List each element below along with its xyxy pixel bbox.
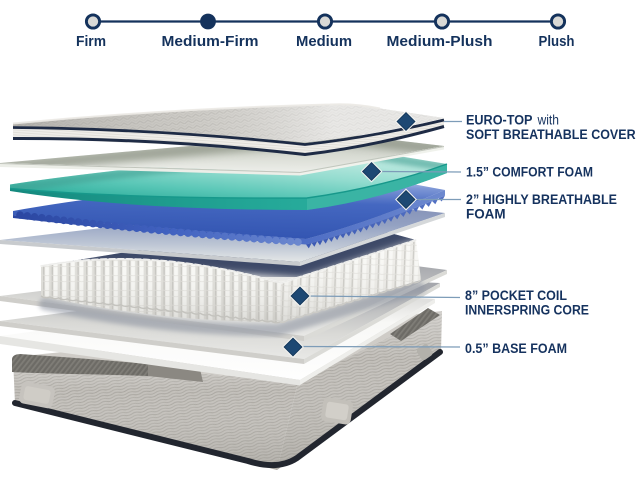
- svg-text:Medium-Plush: Medium-Plush: [387, 34, 493, 50]
- svg-text:1.5” COMFORT FOAM: 1.5” COMFORT FOAM: [466, 165, 593, 180]
- svg-text:SOFT BREATHABLE COVER: SOFT BREATHABLE COVER: [466, 127, 636, 142]
- svg-text:Medium: Medium: [296, 34, 352, 50]
- svg-text:0.5” BASE FOAM: 0.5” BASE FOAM: [465, 341, 567, 356]
- svg-text:2” HIGHLY BREATHABLE: 2” HIGHLY BREATHABLE: [466, 192, 617, 207]
- svg-text:INNERSPRING CORE: INNERSPRING CORE: [465, 303, 589, 318]
- svg-text:Medium-Firm: Medium-Firm: [162, 34, 259, 50]
- svg-text:Firm: Firm: [76, 34, 106, 50]
- svg-text:FOAM: FOAM: [466, 206, 506, 221]
- svg-text:8” POCKET COIL: 8” POCKET COIL: [465, 288, 567, 303]
- svg-text:Plush: Plush: [539, 34, 575, 50]
